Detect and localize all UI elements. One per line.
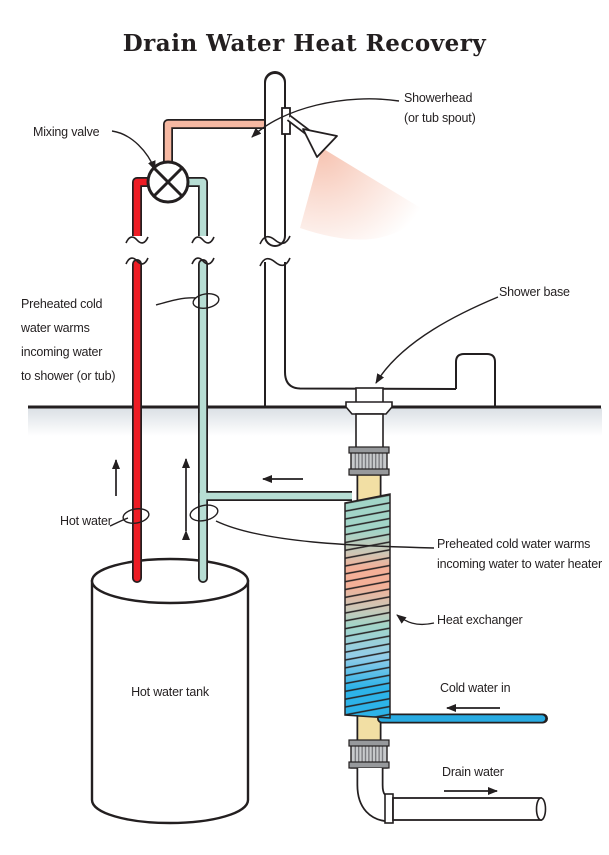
coupling-bottom	[348, 739, 390, 769]
pan-bottom	[284, 262, 457, 390]
shower-seat	[455, 353, 496, 406]
tank-body	[90, 579, 250, 825]
page-title: Drain Water Heat Recovery	[122, 30, 487, 57]
shower-base	[264, 262, 496, 407]
label-preheated-shower: Preheated cold water warms incoming wate…	[21, 297, 116, 383]
drain-tailpiece	[345, 387, 393, 451]
label-showerhead: Showerhead (or tub spout)	[404, 91, 476, 125]
mixing-valve	[146, 160, 190, 204]
showerhead-nozzle	[302, 128, 338, 158]
heat-exchanger-leader	[396, 614, 435, 626]
leader-lines	[109, 98, 499, 626]
label-drain-water: Drain water	[442, 765, 504, 779]
tempered-water-pipe	[163, 119, 267, 165]
hot-water-loop	[122, 508, 150, 524]
label-hot-water-tank: Hot water tank	[131, 685, 209, 699]
mixing-valve-leader	[111, 130, 156, 171]
flow-arrows	[112, 458, 500, 795]
label-cold-water-in: Cold water in	[440, 681, 511, 695]
showerhead-leader	[251, 98, 400, 138]
pipe-break-symbols	[125, 235, 291, 267]
hot-water-tank	[90, 557, 250, 825]
hot-water-leader	[109, 517, 129, 527]
label-shower-base: Shower base	[499, 285, 570, 299]
preheated-heater-loop	[189, 504, 219, 522]
label-mixing-valve: Mixing valve	[33, 125, 100, 139]
label-hot-water: Hot water	[60, 514, 112, 528]
drain-pipe-open-end	[535, 797, 547, 821]
tank-top	[90, 557, 250, 605]
floor	[28, 405, 602, 436]
coupling-top	[348, 446, 390, 476]
label-heat-exchanger: Heat exchanger	[437, 613, 523, 627]
heat-exchanger-coil	[344, 493, 391, 719]
preheated-heater-leader	[215, 520, 435, 549]
preheated-shower-loop	[192, 293, 220, 309]
drain-outlet	[356, 768, 547, 824]
shower-spray	[300, 148, 424, 240]
showerhead	[281, 107, 338, 158]
elbow-flange	[384, 793, 394, 824]
drain-flange	[345, 401, 393, 415]
shower-base-leader	[375, 296, 499, 384]
drain-pipe-horizontal	[392, 797, 542, 821]
label-preheated-heater: Preheated cold water warms incoming wate…	[437, 537, 602, 571]
preheated-shower-leader	[155, 297, 197, 306]
preheated-water-pipe	[184, 177, 352, 583]
floor-shading	[28, 408, 602, 436]
